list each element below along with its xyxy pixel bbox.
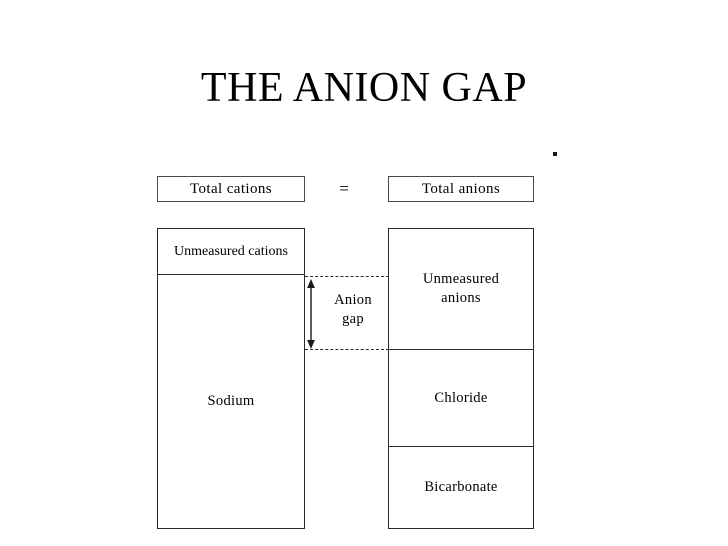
- segment-bicarbonate: Bicarbonate: [389, 447, 533, 528]
- anion-gap-top-dashed-line: [305, 276, 389, 277]
- segment-unmeasured-cations: Unmeasured cations: [158, 229, 304, 275]
- segment-chloride: Chloride: [389, 350, 533, 447]
- segment-sodium-label: Sodium: [207, 393, 255, 409]
- cations-column: Unmeasured cations Sodium: [157, 228, 305, 529]
- segment-unmeasured-cations-label: Unmeasured cations: [174, 244, 288, 259]
- segment-bicarbonate-label: Bicarbonate: [424, 479, 498, 495]
- total-anions-header-box: Total anions: [388, 176, 534, 202]
- page-title: THE ANION GAP: [200, 65, 528, 111]
- segment-chloride-label: Chloride: [434, 389, 488, 406]
- anion-gap-bottom-dashed-line: [305, 349, 389, 350]
- stray-dot-mark: [553, 152, 557, 156]
- segment-unmeasured-anions-label: Unmeasured anions: [422, 271, 500, 306]
- segment-unmeasured-anions: Unmeasured anions: [389, 229, 533, 350]
- anion-gap-double-arrow-icon: [307, 279, 315, 349]
- total-anions-label: Total anions: [421, 180, 501, 197]
- equals-sign: =: [339, 179, 349, 198]
- anions-column: Unmeasured anions Chloride Bicarbonate: [388, 228, 534, 529]
- anion-gap-label: Anion gap: [334, 292, 372, 327]
- segment-sodium: Sodium: [158, 275, 304, 528]
- total-cations-label: Total cations: [189, 180, 273, 197]
- total-cations-header-box: Total cations: [157, 176, 305, 202]
